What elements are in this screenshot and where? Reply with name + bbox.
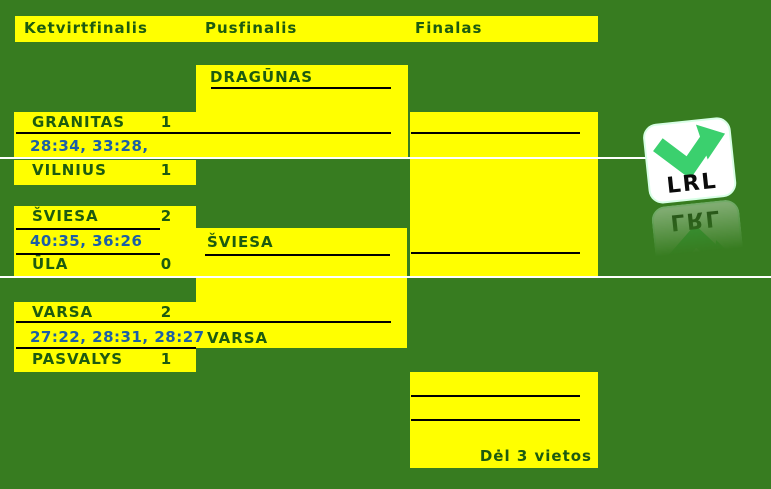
qf2-team1-score: 2 [160,207,172,225]
qf3-team1-score: 2 [160,303,172,321]
semifinal-slot1-box [196,65,408,158]
qf3-team1-name: VARSA [32,303,94,321]
header-quarterfinals: Ketvirtfinalis [24,19,148,37]
rule-third-line1 [411,395,580,397]
qf2-team1-name: ŠVIESA [32,207,99,225]
rule-under-sviesa-semifinal [205,254,390,256]
rule-under-sviesa-games [16,253,160,255]
qf3-team2-name: PASVALYS [32,350,124,368]
semifinal-slot2-team: ŠVIESA [207,233,274,251]
semifinal-slot3-team: VARSA [207,329,269,347]
qf3-game-scores: 27:22, 28:31, 28:27 [30,328,205,346]
qf2-team2-score: 0 [160,255,172,273]
lrl-logo: LRL LRL [641,116,751,288]
third-place-label: Dėl 3 vietos [479,447,592,465]
divider-line-upper [0,157,648,159]
rule-under-dragunas [211,87,391,89]
header-final: Finalas [415,19,483,37]
lrl-logo-card: LRL [641,116,738,205]
semifinal-slot1-team: DRAGŪNAS [210,68,314,86]
quarterfinal3-box [14,302,196,372]
quarterfinal1-upper-box [14,112,196,158]
qf1-game-scores: 28:34, 33:28, [30,137,149,155]
header-semifinals: Pusfinalis [205,19,298,37]
qf2-game-scores: 40:35, 36:26 [30,232,143,250]
qf1-team1-name: GRANITAS [32,113,126,131]
lrl-logo-reflection: LRL [650,198,747,288]
rule-final-line2 [411,252,580,254]
rule-under-sviesa [16,228,160,230]
qf2-team2-name: ŪLA [32,255,69,273]
qf1-team2-name: VILNIUS [32,161,107,179]
qf3-team2-score: 1 [160,350,172,368]
final-box [410,112,598,277]
qf1-team2-score: 1 [160,161,172,179]
qf1-team1-score: 1 [160,113,172,131]
rule-final-line1 [411,132,580,134]
rule-under-granitas [16,132,391,134]
green-turn-arrow-icon [653,124,726,180]
divider-line-lower [0,276,771,278]
quarterfinal1-lower-box [14,160,196,185]
rule-under-varsa [16,321,391,323]
green-turn-arrow-icon [664,224,739,277]
quarterfinal2-box [14,206,196,276]
rule-under-varsa-games [16,347,196,349]
header-strip [15,16,598,42]
semifinal-mid-box [196,228,407,348]
rule-third-line2 [411,419,580,421]
